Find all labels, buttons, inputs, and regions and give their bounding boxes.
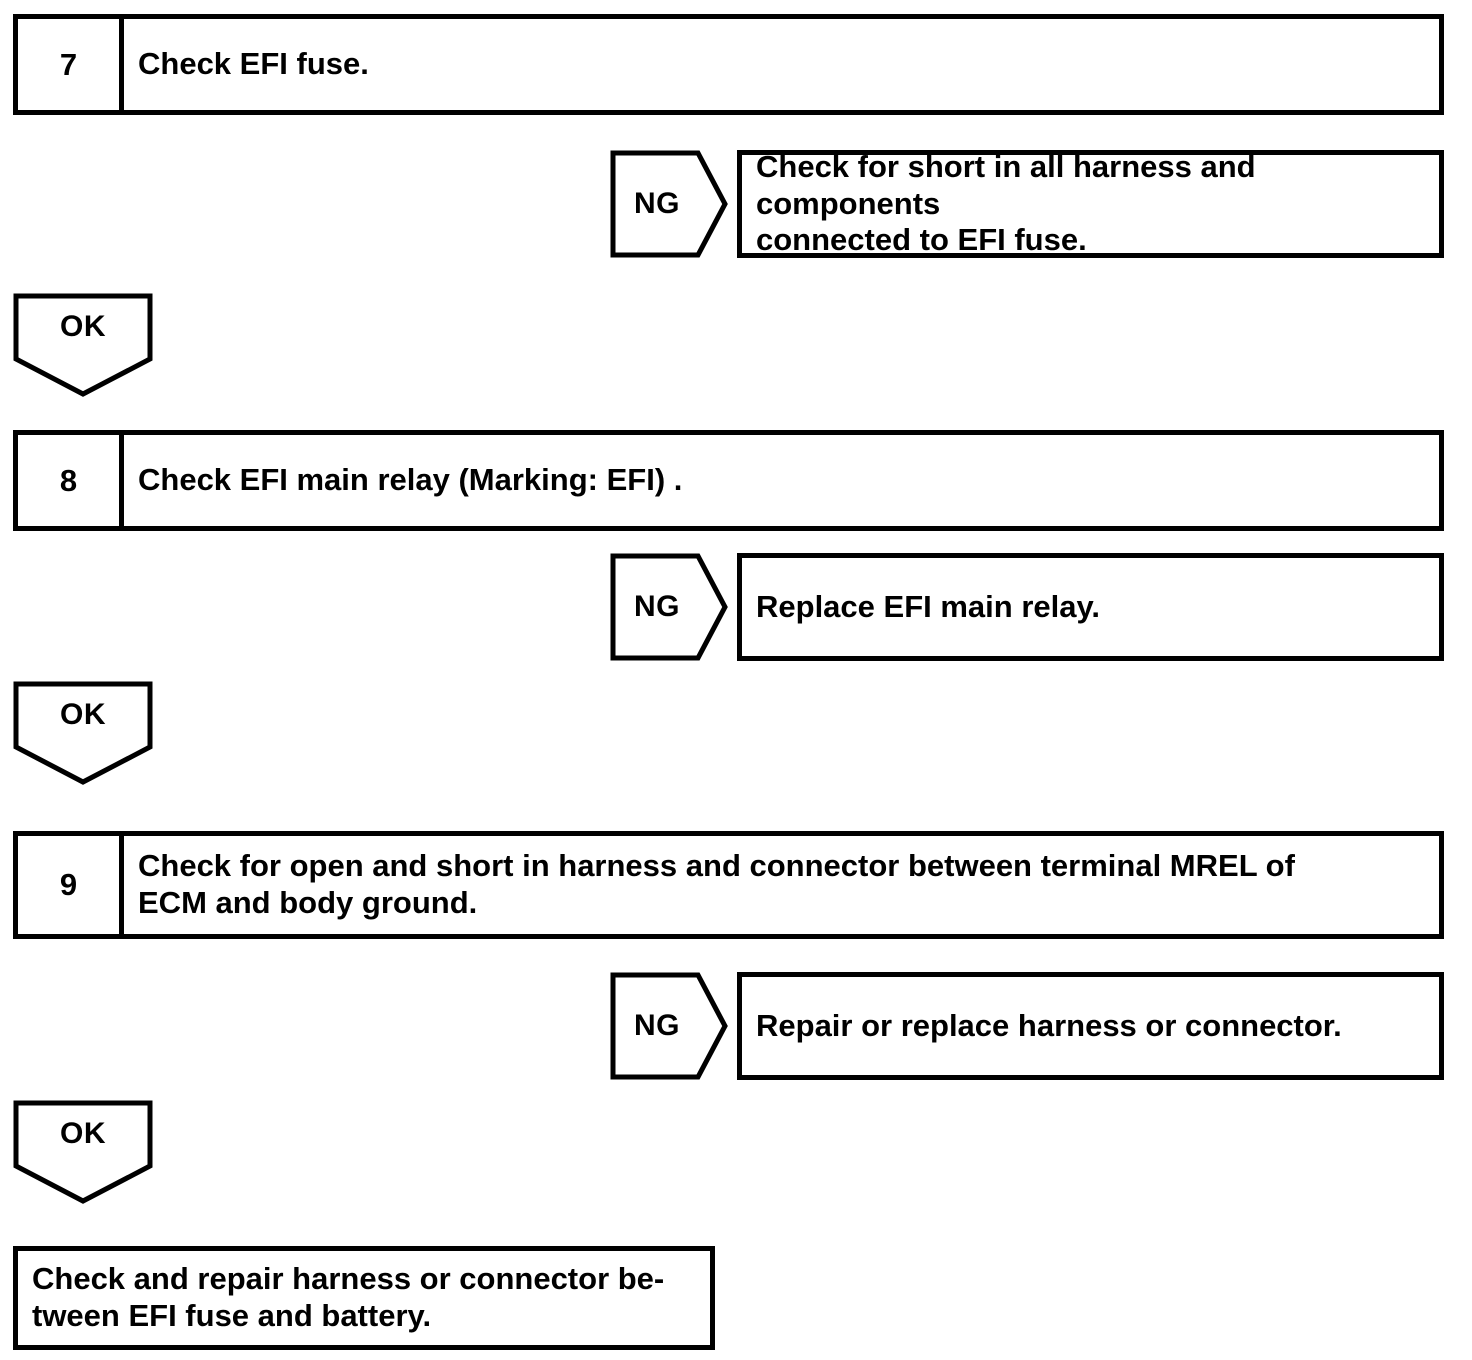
- final-action-line: tween EFI fuse and battery.: [32, 1298, 432, 1333]
- step-text: Check EFI fuse.: [124, 19, 1439, 110]
- final-action-box: Check and repair harness or connector be…: [13, 1246, 715, 1350]
- step-box-9: 9 Check for open and short in harness an…: [13, 831, 1444, 939]
- ok-connector-3: OK: [13, 1100, 153, 1204]
- ng-action-line: connected to EFI fuse.: [756, 222, 1087, 258]
- ok-label: OK: [60, 310, 106, 343]
- ng-label: NG: [634, 1009, 680, 1042]
- ng-action-box: Repair or replace harness or connector.: [737, 972, 1444, 1080]
- step-text-line: Check EFI fuse.: [138, 46, 369, 82]
- ng-label: NG: [634, 590, 680, 623]
- ng-branch-1: NG Check for short in all harness and co…: [610, 149, 1444, 258]
- step-number: 8: [18, 435, 124, 526]
- ng-action-box: Replace EFI main relay.: [737, 553, 1444, 661]
- final-action-line: Check and repair harness or connector be…: [32, 1261, 665, 1297]
- ok-connector-1: OK: [13, 293, 153, 397]
- step-text: Check EFI main relay (Marking: EFI) .: [124, 435, 1439, 526]
- step-text: Check for open and short in harness and …: [124, 836, 1439, 934]
- step-box-8: 8 Check EFI main relay (Marking: EFI) .: [13, 430, 1444, 531]
- ng-tag: NG: [610, 150, 728, 258]
- ng-action-line: Repair or replace harness or connector.: [756, 1007, 1342, 1043]
- step-text-line: ECM and body ground.: [138, 885, 478, 920]
- ng-tag: NG: [610, 972, 728, 1080]
- step-box-7: 7 Check EFI fuse.: [13, 14, 1444, 115]
- ng-label: NG: [634, 187, 680, 220]
- step-number: 7: [18, 19, 124, 110]
- ok-label: OK: [60, 698, 106, 731]
- ok-label: OK: [60, 1117, 106, 1150]
- ng-action-line: Replace EFI main relay.: [756, 588, 1101, 624]
- ok-connector-2: OK: [13, 681, 153, 785]
- step-number: 9: [18, 836, 124, 934]
- ng-branch-2: NG Replace EFI main relay.: [610, 553, 1444, 661]
- ng-branch-3: NG Repair or replace harness or connecto…: [610, 972, 1444, 1080]
- ng-action-line: Check for short in all harness and compo…: [756, 149, 1256, 221]
- step-text-line: Check EFI main relay (Marking: EFI) .: [138, 462, 683, 498]
- step-text-line: Check for open and short in harness and …: [138, 848, 1295, 884]
- ng-action-box: Check for short in all harness and compo…: [737, 149, 1444, 258]
- ng-tag: NG: [610, 553, 728, 661]
